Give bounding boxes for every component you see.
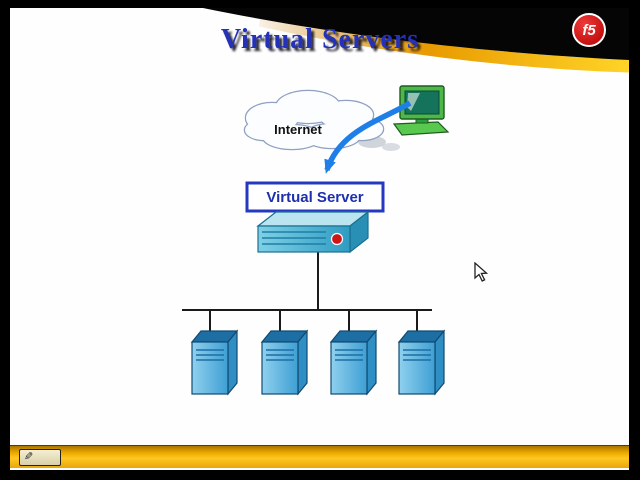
appliance-f5-badge: [330, 232, 344, 246]
gold-swoosh: [258, 13, 629, 73]
virtual-server-box: Virtual Server: [245, 181, 385, 213]
server-node-1: [191, 330, 238, 395]
internet-label: Internet: [274, 122, 322, 137]
top-decoration: [203, 8, 629, 73]
slide-title: Virtual Servers: [220, 24, 420, 55]
mouse-cursor-icon: [474, 262, 489, 282]
slide-canvas: Virtual Servers f5: [10, 8, 629, 470]
network-lines: [182, 252, 432, 340]
pen-tool-button[interactable]: ✎: [19, 449, 61, 466]
virtual-server-label: Virtual Server: [266, 189, 363, 206]
server-node-2: [261, 330, 308, 395]
client-computer-icon: [392, 85, 450, 136]
network-diagram: Internet Virtual Server: [182, 85, 450, 395]
f5-logo-text: f5: [582, 21, 596, 39]
server-node-4: [398, 330, 445, 395]
bottom-toolbar: ✎: [10, 445, 629, 468]
server-node-3: [330, 330, 377, 395]
pencil-icon: ✎: [24, 451, 34, 463]
black-curve: [203, 8, 629, 60]
internet-cloud-icon: Internet: [243, 89, 385, 151]
request-arrow: [324, 100, 412, 174]
cloud-shadow-small: [382, 143, 400, 151]
f5-logo: f5: [572, 13, 606, 47]
bigip-appliance-icon: [256, 210, 370, 254]
